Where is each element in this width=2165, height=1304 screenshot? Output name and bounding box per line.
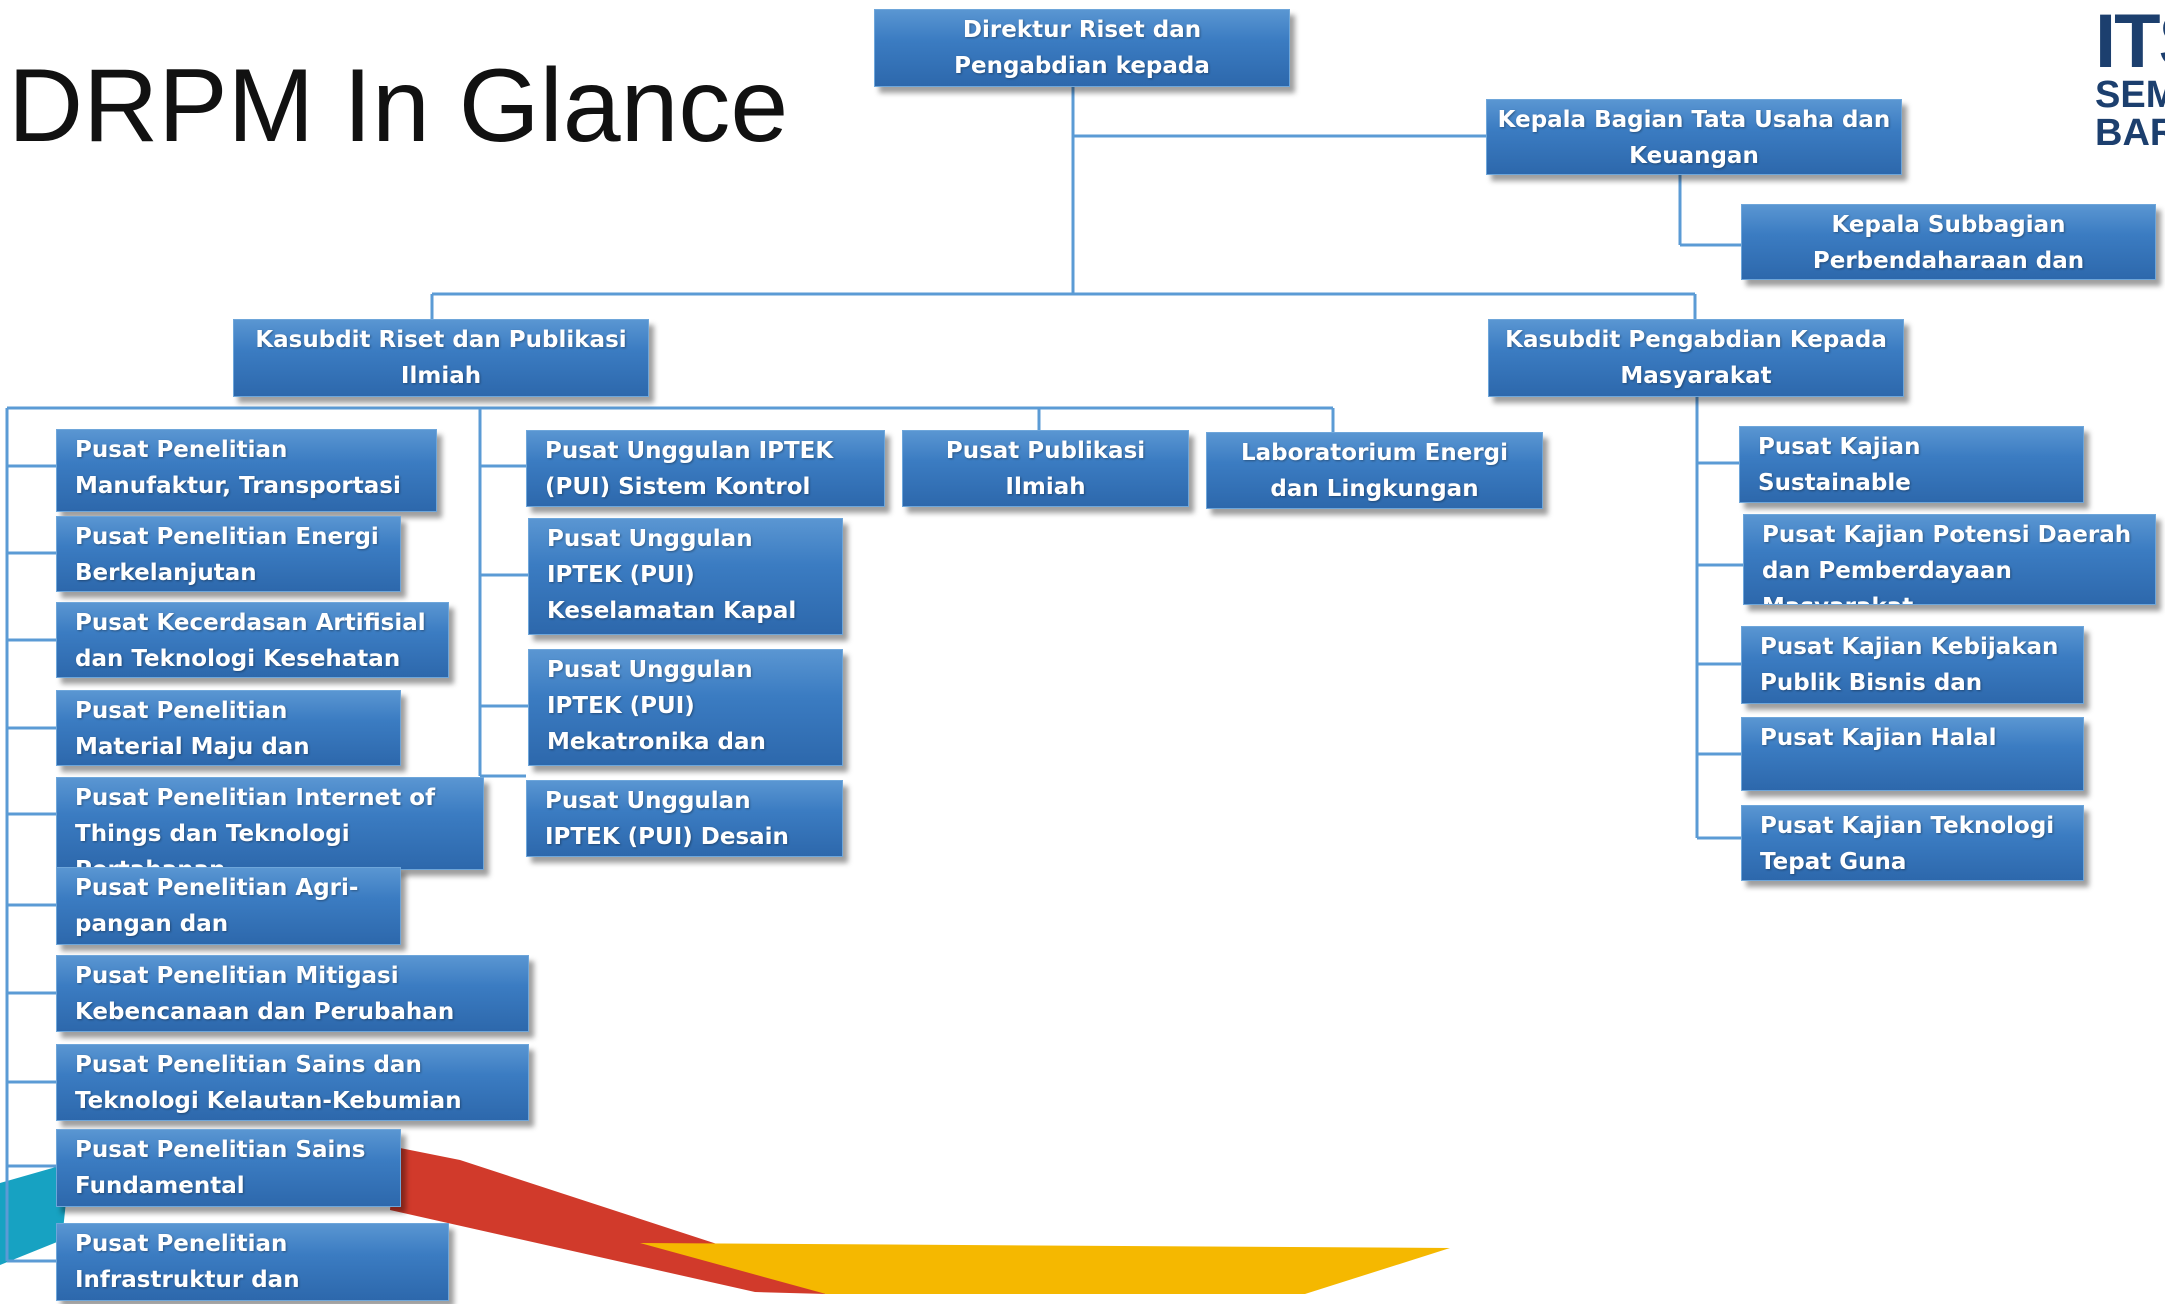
kajian-center-box: Pusat Kajian Teknologi Tepat Guna: [1741, 805, 2084, 881]
logo-text-sem: SEM: [2095, 74, 2165, 116]
kasubdit-riset-box: Kasubdit Riset dan Publikasi Ilmiah: [233, 319, 649, 397]
research-center-box: Pusat Penelitian Material Maju dan Tekno…: [56, 690, 401, 766]
laboratorium-box: Laboratorium Energi dan Lingkungan: [1206, 432, 1543, 509]
research-center-box: Pusat Penelitian Mitigasi Kebencanaan da…: [56, 955, 529, 1032]
research-center-box: Pusat Penelitian Manufaktur, Transportas…: [56, 429, 437, 512]
research-center-box: Pusat Penelitian Energi Berkelanjutan: [56, 516, 401, 592]
teal-ribbon: [0, 1163, 70, 1265]
kabag-box: Kepala Bagian Tata Usaha dan Keuangan: [1486, 99, 1902, 175]
yellow-ribbon: [640, 1243, 1450, 1294]
kajian-center-box: Pusat Kajian Potensi Daerah dan Pemberda…: [1743, 514, 2156, 605]
pui-box: Pusat Unggulan IPTEK (PUI) Keselamatan K…: [528, 518, 843, 635]
research-center-box: Pusat Penelitian Infrastruktur dan Lingk…: [56, 1223, 449, 1301]
kasubdit-pengabdian-box: Kasubdit Pengabdian Kepada Masyarakat: [1488, 319, 1904, 397]
pui-box: Pusat Unggulan IPTEK (PUI) Desain: [526, 780, 843, 857]
research-center-box: Pusat Penelitian Agri-pangan dan Biotekn…: [56, 867, 401, 945]
page-title: DRPM In Glance: [8, 48, 789, 164]
research-center-box: Pusat Penelitian Sains dan Teknologi Kel…: [56, 1044, 529, 1121]
director-box: Direktur Riset dan Pengabdian kepada Mas…: [874, 9, 1290, 87]
pui-box: Pusat Unggulan IPTEK (PUI) Sistem Kontro…: [526, 430, 885, 507]
publikasi-box: Pusat Publikasi Ilmiah: [902, 430, 1189, 507]
research-center-box: Pusat Kecerdasan Artifisial dan Teknolog…: [56, 602, 449, 678]
research-center-box: Pusat Penelitian Internet of Things dan …: [56, 777, 484, 870]
research-center-box: Pusat Penelitian Sains Fundamental: [56, 1129, 401, 1207]
kajian-center-box: Pusat Kajian Kebijakan Publik Bisnis dan…: [1741, 626, 2084, 704]
logo-text-its: ITS: [2095, 0, 2165, 84]
kajian-center-box: Pusat Kajian Halal: [1741, 717, 2084, 791]
kajian-center-box: Pusat Kajian Sustainable Development Goa…: [1739, 426, 2084, 503]
logo-text-bar: BAR: [2095, 112, 2165, 154]
kasubbag-box: Kepala Subbagian Perbendaharaan dan Pela…: [1741, 204, 2156, 280]
its-logo: ITS SEM BAR: [2093, 0, 2165, 160]
pui-box: Pusat Unggulan IPTEK (PUI) Mekatronika d…: [528, 649, 843, 766]
